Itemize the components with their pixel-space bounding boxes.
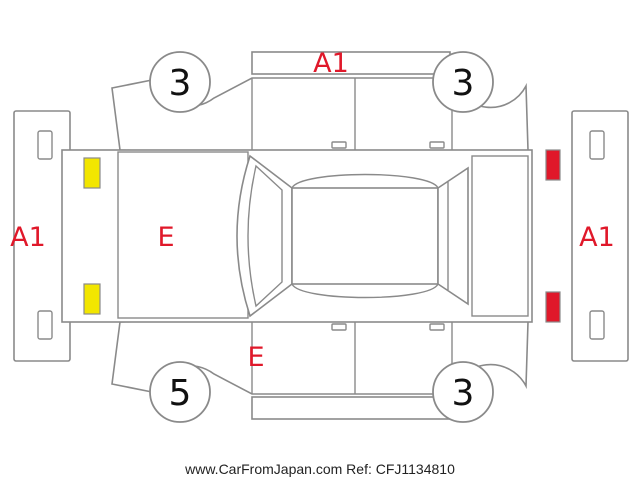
front-lamp-bottom <box>83 283 101 315</box>
body-top-view <box>61 149 533 323</box>
roof-side-rail-bottom <box>251 396 451 420</box>
wheel-front-left: 3 <box>149 51 211 113</box>
roof-side-rail-top <box>251 51 451 75</box>
wheel-rear-left: 3 <box>432 51 494 113</box>
wheel-front-right: 5 <box>149 361 211 423</box>
damage-code-front-bumper: A1 <box>10 222 46 253</box>
wheel-front-right-number: 5 <box>169 373 192 414</box>
damage-code-hood: E <box>157 222 174 253</box>
front-lamp-top <box>83 157 101 189</box>
wheel-front-left-number: 3 <box>169 63 192 104</box>
damage-code-rear-bumper: A1 <box>579 222 615 253</box>
damage-code-roof-side: A1 <box>313 48 349 79</box>
rear-lamp-top <box>545 149 561 181</box>
damage-code-pillar: E <box>247 342 264 373</box>
wheel-rear-left-number: 3 <box>452 63 475 104</box>
rear-bumper <box>571 110 629 362</box>
footer-reference: www.CarFromJapan.com Ref: CFJ1134810 <box>184 461 455 477</box>
rear-lamp-bottom <box>545 291 561 323</box>
wheel-rear-right-number: 3 <box>452 373 475 414</box>
wheel-rear-right: 3 <box>432 361 494 423</box>
